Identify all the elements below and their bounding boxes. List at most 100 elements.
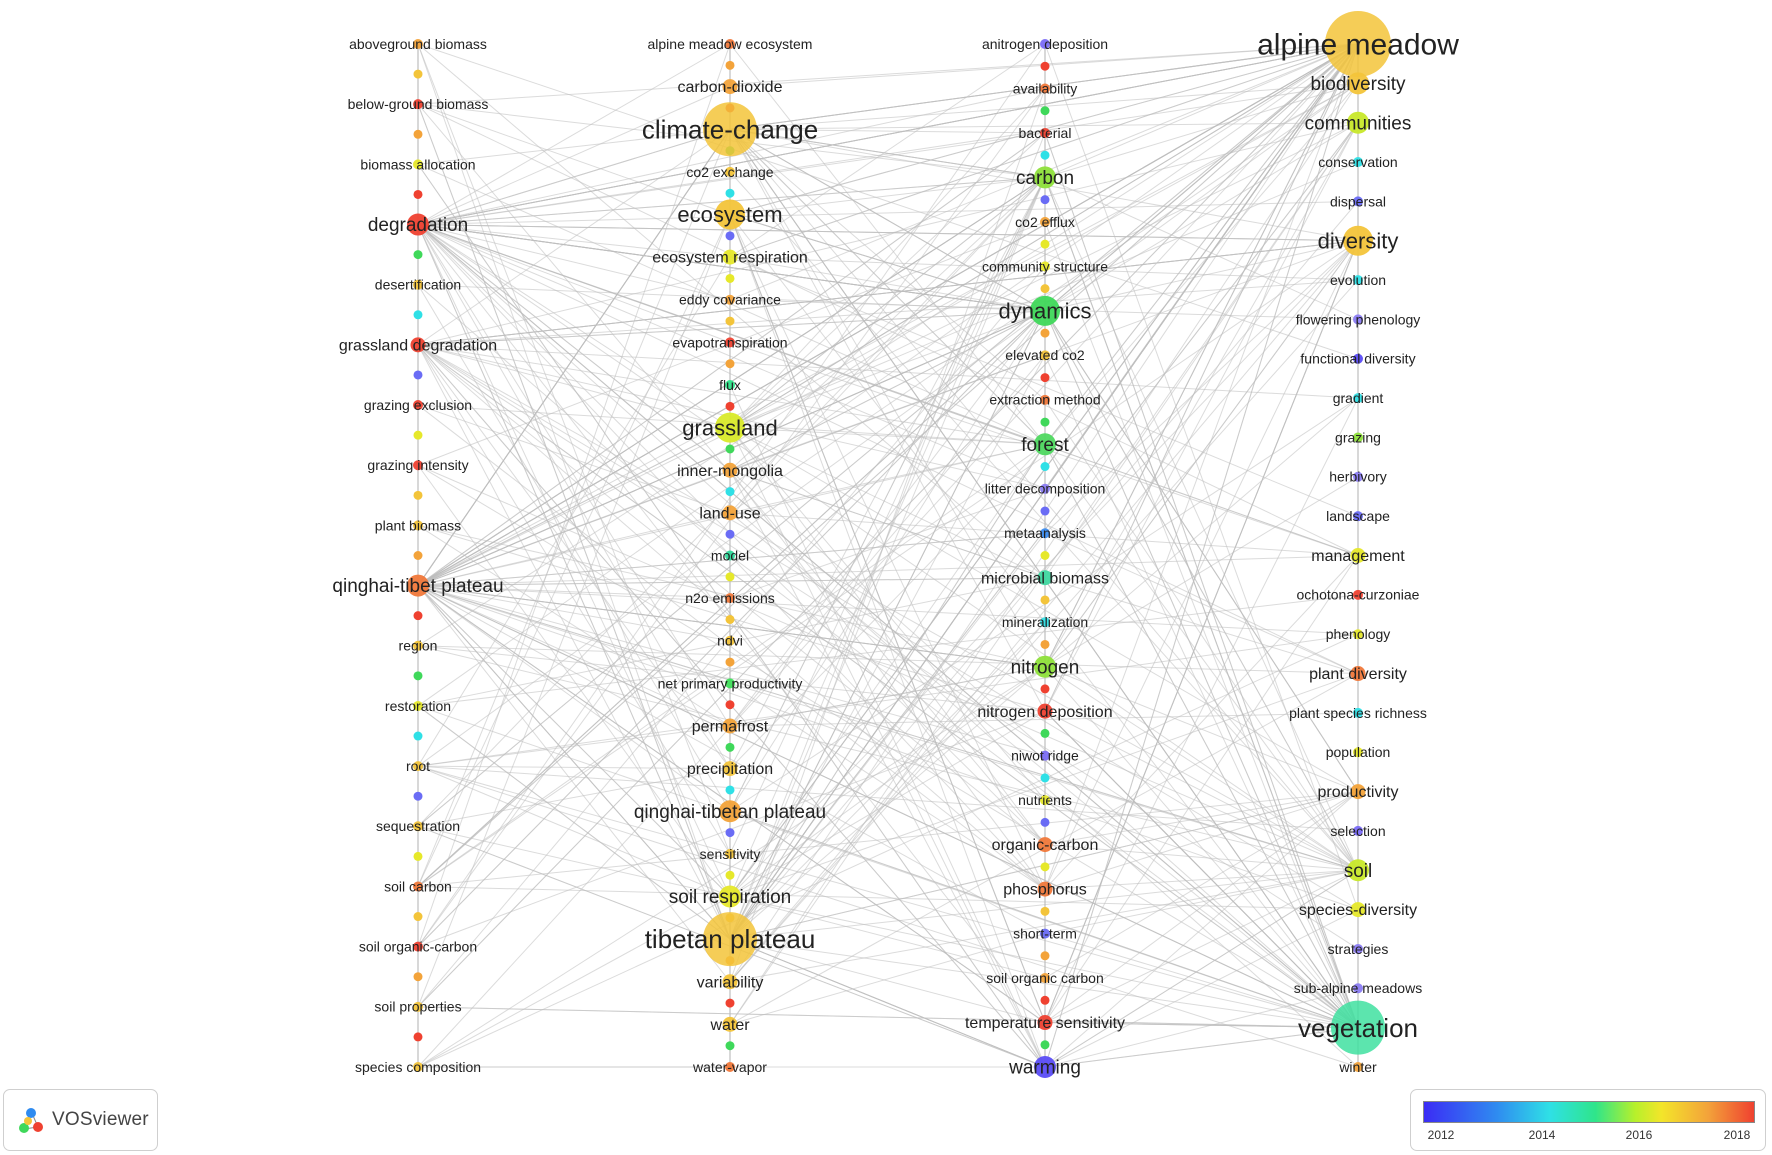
keyword-node-circle[interactable]: [722, 462, 738, 478]
keyword-node[interactable]: water-vapor: [692, 1059, 767, 1075]
keyword-node-circle[interactable]: [410, 337, 426, 353]
keyword-node[interactable]: sequestration: [376, 818, 460, 834]
keyword-node[interactable]: restoration: [385, 698, 451, 714]
keyword-node-circle[interactable]: [1040, 617, 1050, 628]
keyword-node-circle[interactable]: [1037, 1015, 1053, 1031]
keyword-node-circle[interactable]: [725, 678, 735, 689]
keyword-node-circle[interactable]: [722, 718, 738, 734]
keyword-node[interactable]: management: [1311, 548, 1405, 565]
keyword-node[interactable]: warming: [1008, 1056, 1081, 1079]
keyword-node[interactable]: land-use: [699, 505, 761, 522]
keyword-node-circle[interactable]: [725, 1062, 735, 1072]
keyword-node[interactable]: biomass allocation: [360, 156, 475, 172]
keyword-node[interactable]: carbon: [1016, 166, 1074, 189]
keyword-node[interactable]: elevated co2: [1005, 347, 1085, 363]
keyword-node-circle[interactable]: [413, 700, 423, 711]
keyword-node[interactable]: winter: [1338, 1059, 1377, 1075]
keyword-node[interactable]: eddy covariance: [679, 292, 781, 308]
keyword-node-circle[interactable]: [722, 79, 738, 95]
keyword-node-circle[interactable]: [1030, 295, 1060, 326]
keyword-node[interactable]: qinghai-tibet plateau: [332, 574, 504, 598]
keyword-node[interactable]: dispersal: [1330, 193, 1386, 209]
keyword-node-circle[interactable]: [1353, 983, 1363, 994]
keyword-node-circle[interactable]: [413, 279, 423, 290]
keyword-node[interactable]: species-diversity: [1299, 902, 1417, 919]
keyword-node[interactable]: species composition: [355, 1059, 481, 1075]
keyword-node-circle[interactable]: [719, 885, 741, 908]
keyword-node-circle[interactable]: [1353, 275, 1363, 286]
keyword-node[interactable]: nitrogen: [1011, 655, 1080, 679]
keyword-node[interactable]: extraction method: [989, 392, 1100, 408]
keyword-node-circle[interactable]: [413, 640, 423, 651]
keyword-node[interactable]: grazing intensity: [367, 457, 468, 473]
keyword-node-circle[interactable]: [1040, 394, 1050, 405]
keyword-node-circle[interactable]: [1353, 314, 1363, 325]
keyword-node-circle[interactable]: [1040, 750, 1050, 761]
keyword-node[interactable]: plant diversity: [1309, 666, 1407, 683]
keyword-node-circle[interactable]: [1037, 570, 1053, 586]
keyword-node[interactable]: qinghai-tibetan plateau: [634, 800, 826, 823]
keyword-node[interactable]: phenology: [1326, 626, 1391, 642]
keyword-node-circle[interactable]: [1353, 432, 1363, 443]
keyword-node-circle[interactable]: [725, 550, 735, 561]
keyword-node[interactable]: biodiversity: [1310, 72, 1406, 95]
keyword-node[interactable]: precipitation: [687, 761, 773, 778]
keyword-node-circle[interactable]: [413, 761, 423, 772]
keyword-node[interactable]: dynamics: [999, 295, 1092, 326]
keyword-node[interactable]: alpine meadow ecosystem: [648, 36, 813, 52]
keyword-node[interactable]: aboveground biomass: [349, 36, 487, 52]
keyword-node-circle[interactable]: [725, 39, 735, 49]
keyword-node[interactable]: soil carbon: [384, 878, 452, 894]
keyword-node-circle[interactable]: [1353, 629, 1363, 640]
keyword-node-circle[interactable]: [1347, 111, 1369, 134]
keyword-node-circle[interactable]: [725, 337, 735, 348]
keyword-node-circle[interactable]: [1347, 859, 1369, 882]
keyword-node-circle[interactable]: [1343, 225, 1373, 256]
keyword-node[interactable]: n2o emissions: [685, 590, 775, 606]
keyword-node[interactable]: short-term: [1013, 925, 1077, 941]
keyword-node[interactable]: flux: [719, 377, 741, 393]
keyword-node-circle[interactable]: [725, 848, 735, 859]
keyword-node-circle[interactable]: [413, 400, 423, 411]
keyword-node[interactable]: temperature sensitivity: [965, 1015, 1125, 1032]
keyword-node[interactable]: inner-mongolia: [677, 462, 783, 480]
keyword-node[interactable]: strategies: [1328, 941, 1389, 957]
keyword-node-circle[interactable]: [1353, 157, 1363, 168]
keyword-node[interactable]: bacterial: [1019, 125, 1072, 141]
keyword-node[interactable]: permafrost: [692, 718, 769, 736]
keyword-node[interactable]: community structure: [982, 258, 1108, 274]
keyword-node[interactable]: grassland: [682, 412, 778, 443]
keyword-node[interactable]: plant biomass: [375, 517, 461, 533]
keyword-node-circle[interactable]: [725, 635, 735, 646]
keyword-node[interactable]: evolution: [1330, 272, 1386, 288]
keyword-node[interactable]: herbivory: [1329, 469, 1387, 485]
keyword-node-circle[interactable]: [715, 199, 745, 230]
keyword-node[interactable]: niwot ridge: [1011, 748, 1079, 764]
keyword-node-circle[interactable]: [1350, 666, 1366, 682]
keyword-node-circle[interactable]: [1331, 1000, 1385, 1055]
keyword-node[interactable]: mineralization: [1002, 614, 1088, 630]
keyword-node-circle[interactable]: [703, 102, 757, 157]
keyword-node[interactable]: forest: [1021, 433, 1069, 456]
keyword-node-circle[interactable]: [725, 166, 735, 177]
keyword-node[interactable]: co2 exchange: [686, 164, 773, 180]
keyword-node-circle[interactable]: [722, 249, 738, 265]
keyword-node[interactable]: sub-alpine meadows: [1294, 980, 1422, 996]
keyword-node-circle[interactable]: [407, 574, 429, 597]
keyword-node-circle[interactable]: [413, 159, 423, 170]
keyword-node[interactable]: grazing: [1335, 429, 1381, 445]
keyword-node[interactable]: soil properties: [374, 999, 461, 1015]
keyword-node[interactable]: sensitivity: [700, 846, 761, 862]
keyword-node-circle[interactable]: [725, 593, 735, 604]
keyword-node-circle[interactable]: [1037, 703, 1053, 719]
keyword-node-circle[interactable]: [1353, 511, 1363, 522]
keyword-node-circle[interactable]: [1037, 837, 1053, 853]
keyword-node-circle[interactable]: [1034, 433, 1056, 456]
keyword-node-circle[interactable]: [1353, 353, 1363, 364]
keyword-node-circle[interactable]: [413, 460, 423, 471]
keyword-node-circle[interactable]: [413, 520, 423, 531]
keyword-node[interactable]: degradation: [368, 213, 468, 237]
keyword-node-circle[interactable]: [1353, 1062, 1363, 1072]
keyword-node[interactable]: metaanalysis: [1004, 525, 1086, 541]
